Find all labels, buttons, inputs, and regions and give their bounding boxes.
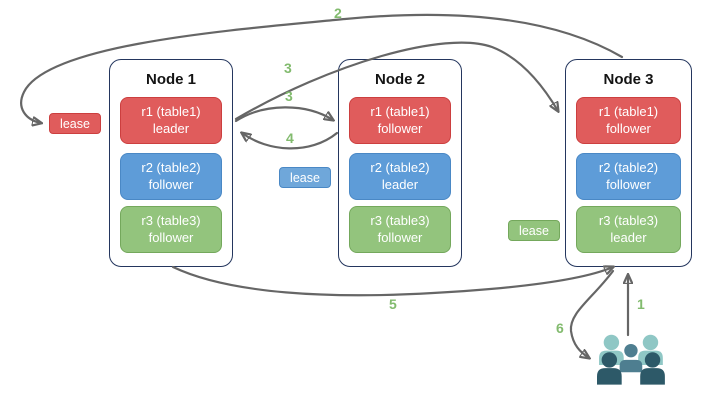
replica-role: leader <box>381 176 419 192</box>
node-1: Node 1 r1 (table1) leader r2 (table2) fo… <box>109 59 233 267</box>
node-3-replica-r2: r2 (table2) follower <box>576 153 681 200</box>
node-3-replica-r3: r3 (table3) leader <box>576 206 681 253</box>
step-label-3b: 3 <box>285 88 293 104</box>
users-group-icon <box>597 334 665 385</box>
step-label-4: 4 <box>286 130 294 146</box>
node-2-replica-r2: r2 (table2) leader <box>349 153 451 200</box>
replica-role: follower <box>606 176 651 192</box>
node-3-title: Node 3 <box>603 71 654 88</box>
node-2-replica-r3: r3 (table3) follower <box>349 206 451 253</box>
replica-role: leader <box>610 229 647 245</box>
replica-label: r2 (table2) <box>370 159 430 175</box>
replica-role: follower <box>148 229 194 245</box>
replica-label: r2 (table2) <box>141 159 201 175</box>
replica-label: r1 (table1) <box>370 103 430 119</box>
replica-label: r3 (table3) <box>598 212 659 228</box>
node-3-replica-r1: r1 (table1) follower <box>576 97 681 144</box>
replica-role: leader <box>152 120 190 136</box>
node-3: Node 3 r1 (table1) follower r2 (table2) … <box>565 59 692 267</box>
replica-label: r1 (table1) <box>598 103 659 119</box>
lease-badge-blue: lease <box>279 167 331 188</box>
replica-role: follower <box>377 120 423 136</box>
node-2-replica-r1: r1 (table1) follower <box>349 97 451 144</box>
replica-role: follower <box>606 120 651 136</box>
node-2: Node 2 r1 (table1) follower r2 (table2) … <box>338 59 462 267</box>
replica-label: r3 (table3) <box>141 212 201 228</box>
replica-role: follower <box>148 176 194 192</box>
arrow-step3-leader-to-node2 <box>234 106 333 123</box>
node-1-replica-r2: r2 (table2) follower <box>120 153 222 200</box>
node-1-replica-r1: r1 (table1) leader <box>120 97 222 144</box>
step-label-6: 6 <box>556 320 564 336</box>
step-label-1: 1 <box>637 296 645 312</box>
replica-label: r1 (table1) <box>141 103 201 119</box>
arrow-step5-node1-to-node3 <box>171 267 613 297</box>
step-label-5: 5 <box>389 296 397 312</box>
node-1-replica-r3: r3 (table3) follower <box>120 206 222 253</box>
replica-label: r2 (table2) <box>598 159 659 175</box>
node-2-title: Node 2 <box>374 71 425 88</box>
step-label-3a: 3 <box>284 60 292 76</box>
step-label-2: 2 <box>334 5 342 21</box>
lease-badge-green: lease <box>508 220 560 241</box>
lease-badge-red: lease <box>49 113 101 134</box>
node-1-title: Node 1 <box>145 71 196 88</box>
replica-role: follower <box>377 229 423 245</box>
replica-label: r3 (table3) <box>370 212 430 228</box>
